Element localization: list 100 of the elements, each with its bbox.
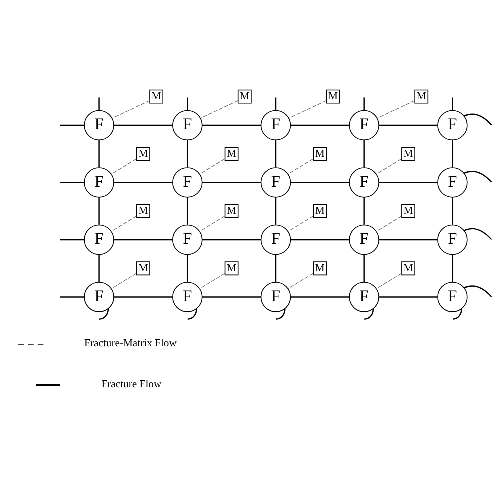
node-box: M xyxy=(150,89,164,104)
connector xyxy=(98,97,100,110)
node-circle: F xyxy=(172,167,203,198)
connector xyxy=(112,100,150,118)
connector xyxy=(452,97,454,110)
connector xyxy=(275,254,277,282)
connector xyxy=(114,182,173,183)
connector xyxy=(187,97,188,110)
node-circle: F xyxy=(84,282,114,312)
node-box: M xyxy=(224,146,239,161)
node-box: M xyxy=(313,204,328,218)
node-circle: F xyxy=(438,167,468,198)
connector xyxy=(202,238,262,240)
node-circle: F xyxy=(260,167,292,198)
connector xyxy=(60,296,84,298)
connector xyxy=(114,296,173,298)
node-box: M xyxy=(402,204,416,218)
connector xyxy=(114,124,173,126)
node-box: M xyxy=(136,204,150,218)
connector xyxy=(464,170,492,182)
connector xyxy=(187,140,188,168)
node-circle: F xyxy=(84,110,114,140)
connector xyxy=(452,197,454,224)
connector xyxy=(464,285,492,297)
connector xyxy=(464,228,492,240)
node-box: M xyxy=(313,261,328,276)
connector xyxy=(111,158,137,174)
node-box: M xyxy=(402,261,416,276)
node-circle: F xyxy=(260,224,292,255)
node-box: M xyxy=(414,89,429,104)
node-circle: F xyxy=(84,167,114,198)
connector xyxy=(202,182,262,183)
connector xyxy=(452,254,454,282)
connector xyxy=(275,97,277,110)
connector xyxy=(60,182,84,183)
connector xyxy=(379,296,438,298)
node-box: M xyxy=(224,204,239,218)
connector xyxy=(379,182,438,183)
connector xyxy=(202,296,262,298)
node-box: M xyxy=(313,146,328,161)
node-circle: F xyxy=(349,110,380,140)
connector xyxy=(200,216,226,232)
connector xyxy=(188,308,198,320)
connector xyxy=(187,254,188,282)
node-circle: F xyxy=(172,110,203,140)
connector xyxy=(98,197,100,224)
node-circle: F xyxy=(260,110,292,140)
node-box: M xyxy=(136,146,150,161)
connector xyxy=(288,216,314,232)
node-circle: F xyxy=(349,167,380,198)
connector xyxy=(364,197,365,224)
connector xyxy=(60,124,84,126)
connector xyxy=(452,140,454,168)
connector xyxy=(114,238,173,240)
node-circle: F xyxy=(349,224,380,255)
connector xyxy=(111,216,137,232)
connector xyxy=(200,272,226,289)
connector xyxy=(98,254,100,282)
connector xyxy=(275,197,277,224)
legend-label: Fracture-Matrix Flow xyxy=(84,338,177,349)
connector xyxy=(290,296,350,298)
connector xyxy=(276,308,286,320)
connector xyxy=(364,140,365,168)
node-circle: F xyxy=(172,224,203,255)
node-circle: F xyxy=(260,282,292,312)
node-circle: F xyxy=(438,282,468,312)
node-circle: F xyxy=(172,282,203,312)
connector xyxy=(275,140,277,168)
node-box: M xyxy=(136,261,150,276)
connector xyxy=(376,272,402,289)
connector xyxy=(202,124,262,126)
connector xyxy=(376,158,402,174)
connector xyxy=(290,238,350,240)
node-circle: F xyxy=(84,224,114,255)
connector xyxy=(364,97,365,110)
connector xyxy=(290,124,350,126)
connector xyxy=(364,308,374,320)
connector xyxy=(379,124,438,126)
connector xyxy=(290,182,350,183)
legend-label: Fracture Flow xyxy=(102,378,162,390)
connector xyxy=(200,158,226,174)
connector xyxy=(364,254,365,282)
connector xyxy=(111,272,137,289)
connector xyxy=(100,308,110,320)
connector xyxy=(288,158,314,174)
node-box: M xyxy=(402,146,416,161)
connector xyxy=(376,216,402,232)
connector xyxy=(60,238,84,240)
connector xyxy=(288,272,314,289)
node-box: M xyxy=(238,89,252,104)
connector xyxy=(379,238,438,240)
connector xyxy=(200,100,239,118)
connector xyxy=(377,100,416,118)
node-circle: F xyxy=(438,110,468,140)
node-box: M xyxy=(326,89,340,104)
node-box: M xyxy=(224,261,239,276)
connector xyxy=(288,100,327,118)
connector xyxy=(98,140,100,168)
node-circle: F xyxy=(438,224,468,255)
connector xyxy=(452,308,462,320)
